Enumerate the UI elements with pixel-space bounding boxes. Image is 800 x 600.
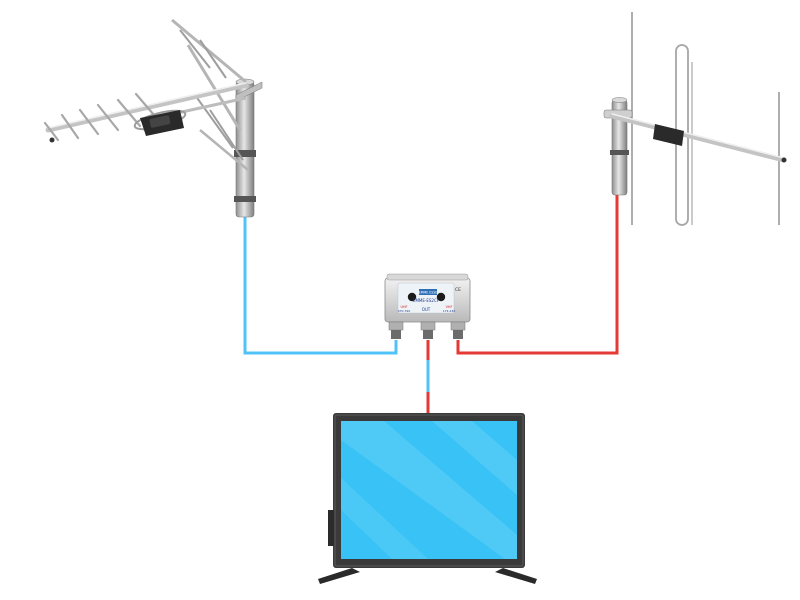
tv-screen-reflection-3 xyxy=(341,478,428,559)
cables xyxy=(243,193,619,413)
uhf-reflector-rod-1 xyxy=(179,29,211,69)
combiner-port-center-label: OUT xyxy=(422,307,431,312)
uhf-reflector-rod-2 xyxy=(199,39,227,79)
cable-vhf-red xyxy=(456,193,619,355)
uhf-boom-tip xyxy=(49,137,55,143)
uhf-mast-clamp-2 xyxy=(234,196,256,202)
tv-bezel-edge xyxy=(334,414,524,567)
tv-screen-reflection-2 xyxy=(432,421,517,495)
uhf-reflector-arm-low xyxy=(199,129,249,171)
uhf-reflector-rod-4 xyxy=(209,109,244,161)
combiner-port-left-code: UHF xyxy=(401,305,408,309)
combiner-port-right xyxy=(450,321,466,339)
vhf-boom-highlight xyxy=(611,113,785,159)
combiner-model: EMME-ES2CF xyxy=(413,298,440,303)
uhf-reflector-rod-3 xyxy=(194,94,234,149)
combiner-screw-left xyxy=(407,292,417,302)
uhf-yagi-antenna xyxy=(43,18,263,218)
cable-uhf-blue xyxy=(243,216,398,355)
vhf-boom-tip xyxy=(781,157,787,163)
combiner-port-right-code: VHF xyxy=(446,305,453,309)
combiner-port-center xyxy=(420,321,436,339)
combiner-port-right-range: 174-230 xyxy=(443,309,456,313)
antenna-combiner: EMME ESSE EMME-ES2CF CE UHF 470-790 VHF … xyxy=(384,273,471,339)
vhf-dipole-box xyxy=(653,124,684,146)
combiner-ce-mark: CE xyxy=(455,287,461,293)
tv-screen-reflection-1 xyxy=(341,421,517,559)
combiner-brand: EMME ESSE xyxy=(419,291,438,295)
combiner-port-left-range: 470-790 xyxy=(398,309,411,313)
uhf-dipole-box-cap xyxy=(149,115,171,128)
vhf-boom xyxy=(609,113,787,163)
tv-side-panel xyxy=(328,510,334,546)
tv-stand-left xyxy=(318,568,360,584)
vhf-mast-top xyxy=(611,97,628,103)
uhf-reflector-arm-mid xyxy=(186,44,242,131)
vhf-antenna xyxy=(603,12,787,226)
vhf-mast-clamp xyxy=(610,150,629,155)
uhf-mast-clamp-1 xyxy=(234,150,256,157)
combiner-screw-right xyxy=(436,292,446,302)
combiner-top-edge xyxy=(386,273,469,281)
uhf-reflector-arm-top xyxy=(171,18,247,84)
combiner-port-left xyxy=(388,321,404,339)
tv-stand-right xyxy=(495,568,537,584)
television xyxy=(318,413,537,584)
combiner-label-plate xyxy=(397,282,455,314)
combiner-brand-badge xyxy=(419,289,437,295)
